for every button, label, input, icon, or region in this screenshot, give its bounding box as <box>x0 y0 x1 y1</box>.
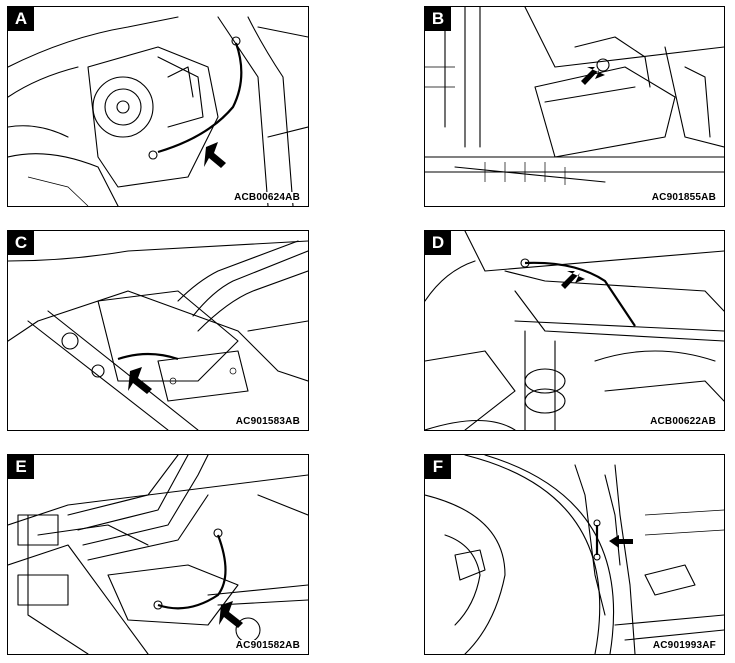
panel-c: C AC901583AB <box>7 230 309 431</box>
panel-e: E AC901582AB <box>7 454 309 655</box>
figure-code: ACB00622AB <box>648 416 718 427</box>
panel-a: A ACB00624AB <box>7 6 309 207</box>
figure-code: ACB00624AB <box>232 192 302 203</box>
illustration-c <box>8 240 308 430</box>
panel-b: B AC901855AB <box>424 6 725 207</box>
panel-label: A <box>8 7 34 31</box>
illustration-d <box>425 231 724 430</box>
figure-code: AC901582AB <box>233 640 302 651</box>
figure-code: AC901583AB <box>233 416 302 427</box>
panel-label: D <box>425 231 451 255</box>
panel-d: D ACB00622AB <box>424 230 725 431</box>
panel-label: F <box>425 455 451 479</box>
figure-code: AC901993AF <box>650 640 718 651</box>
figure-code: AC901855AB <box>649 192 718 203</box>
illustration-b <box>425 7 724 185</box>
panel-label: E <box>8 455 34 479</box>
illustration-f <box>425 455 724 654</box>
panel-label: B <box>425 7 451 31</box>
panel-label: C <box>8 231 34 255</box>
panel-f: F AC901993AF <box>424 454 725 655</box>
illustration-a <box>8 16 308 206</box>
illustration-e <box>8 455 308 654</box>
